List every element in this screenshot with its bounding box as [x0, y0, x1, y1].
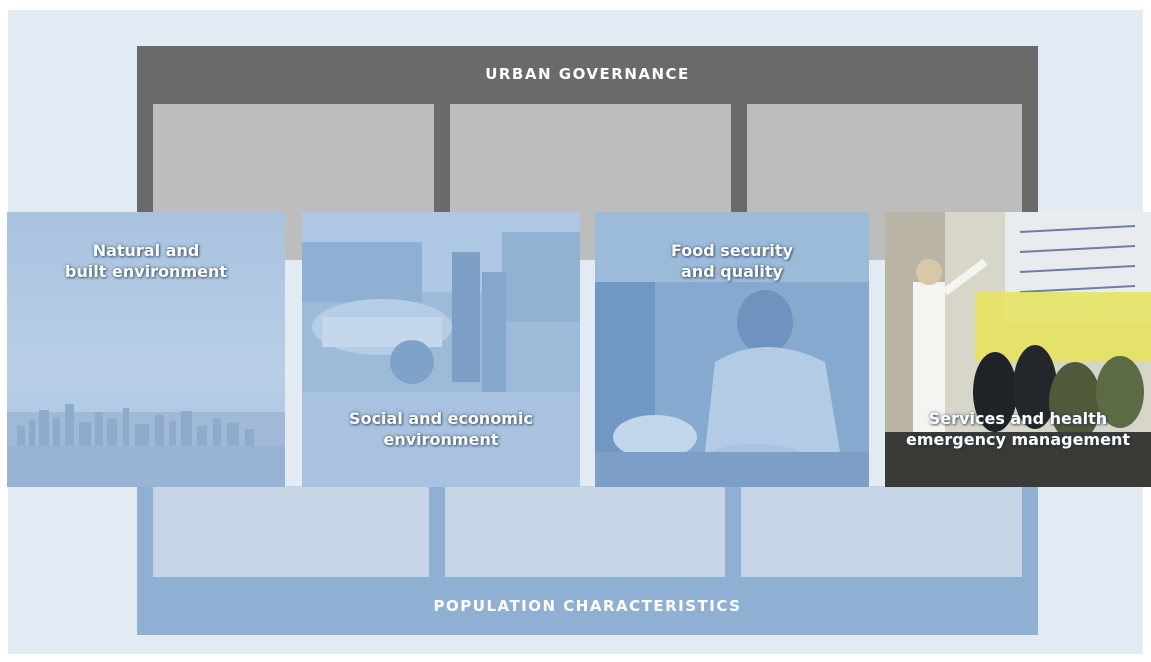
urban-governance-label: URBAN GOVERNANCE [485, 65, 690, 83]
tile-label: Food security and quality [671, 241, 793, 281]
tile-social-economic-environment: Social and economic environment [302, 212, 580, 487]
population-characteristics-frame: POPULATION CHARACTERISTICS [137, 486, 1038, 635]
urban-governance-frame: URBAN GOVERNANCE [137, 46, 1038, 260]
population-slot [741, 486, 1022, 577]
street-traffic-photo [302, 212, 580, 487]
food-vendor-photo [595, 212, 869, 487]
tile-natural-built-environment: Natural and built environment [7, 212, 285, 487]
tile-label: Natural and built environment [64, 241, 228, 281]
population-characteristics-label: POPULATION CHARACTERISTICS [433, 597, 742, 615]
population-slot [445, 486, 725, 577]
population-slot [153, 486, 429, 577]
tile-label: Services and health emergency management [906, 409, 1130, 449]
tile-services-health-emergency: Services and health emergency management [885, 212, 1151, 487]
tile-food-security-quality: Food security and quality [595, 212, 869, 487]
tile-label: Social and economic environment [349, 409, 533, 449]
city-skyline-photo [7, 212, 285, 487]
health-clinic-photo [885, 212, 1151, 487]
